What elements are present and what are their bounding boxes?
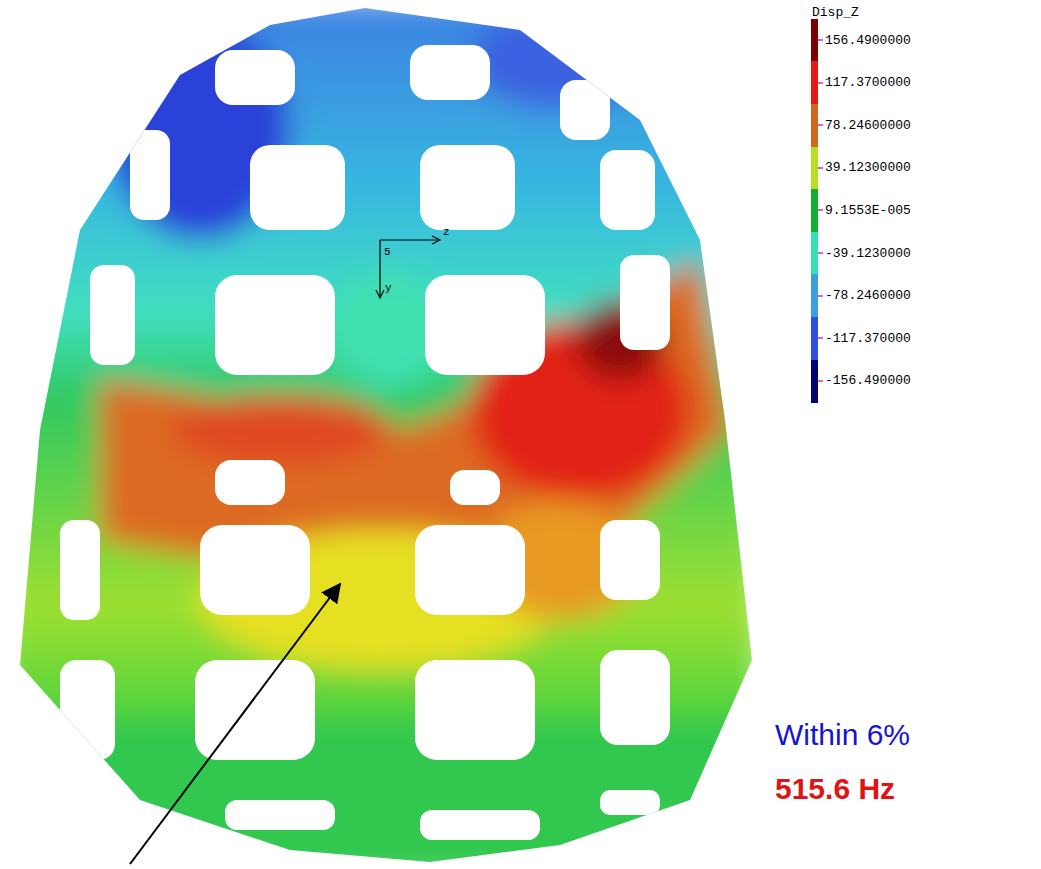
colorbar-value: 156.4900000 <box>825 34 911 47</box>
colorbar-value: -39.1230000 <box>825 247 911 260</box>
hole <box>420 145 515 230</box>
tick <box>818 39 823 41</box>
hole <box>620 255 670 350</box>
colorbar-value: 117.3700000 <box>825 76 911 89</box>
tick <box>818 380 823 382</box>
hole <box>600 520 660 600</box>
hole <box>60 660 115 760</box>
hole <box>410 45 490 100</box>
hole <box>60 520 100 620</box>
tick <box>818 124 823 126</box>
axis-arrow <box>432 236 440 244</box>
colorbar-swatch <box>811 232 818 275</box>
colorbar-swatch <box>811 317 818 360</box>
hole <box>415 525 525 615</box>
hole <box>600 790 660 815</box>
hole <box>215 50 295 105</box>
hole <box>215 275 335 375</box>
colorbar-value: -117.370000 <box>825 332 911 345</box>
lattice-holes <box>60 45 670 840</box>
colorbar-value: -156.490000 <box>825 374 911 387</box>
axis-arrow <box>376 290 384 298</box>
hole <box>415 660 535 760</box>
pointer-arrow <box>130 584 340 864</box>
cage-structure <box>0 0 760 869</box>
displacement-contours <box>0 0 760 869</box>
axis-line <box>379 240 380 296</box>
colorbar-swatch <box>811 147 818 190</box>
colorbar-swatch <box>811 360 818 403</box>
colorbar-swatch <box>811 189 818 232</box>
tick <box>818 82 823 84</box>
colorbar-swatch <box>811 61 818 104</box>
tick <box>818 252 823 254</box>
colorbar-value: 39.12300000 <box>825 161 911 174</box>
axis-line <box>380 239 438 240</box>
axis-triad <box>376 236 440 298</box>
tick <box>818 295 823 297</box>
axis-label: 5 <box>384 246 391 258</box>
tick <box>818 167 823 169</box>
hole <box>425 275 545 375</box>
colorbar-swatch <box>811 104 818 147</box>
tick <box>818 337 823 339</box>
colorbar-ticks <box>818 40 823 381</box>
contour-blue <box>470 10 650 110</box>
hole <box>600 150 655 230</box>
hole <box>225 800 335 830</box>
axis-label: y <box>385 282 392 294</box>
hole <box>215 460 285 505</box>
hole <box>130 130 170 220</box>
colorbar-value: 9.1553E-005 <box>825 204 911 217</box>
hole <box>450 470 500 505</box>
tick <box>818 209 823 211</box>
colorbar-swatch <box>811 274 818 317</box>
hole <box>420 810 540 840</box>
hole <box>200 525 310 615</box>
hole <box>600 650 670 745</box>
colorbar-value: -78.2460000 <box>825 289 911 302</box>
annotation: Within 6% <box>775 718 910 751</box>
legend-title: Disp_Z <box>812 6 859 20</box>
colorbar-swatch <box>811 19 818 62</box>
contour-red <box>170 395 390 465</box>
hole <box>195 660 315 760</box>
hole <box>90 265 135 365</box>
axis-label: z <box>443 226 450 238</box>
colorbar-value: 78.24600000 <box>825 119 911 132</box>
annotation: 515.6 Hz <box>775 772 895 805</box>
hole <box>250 145 345 230</box>
hole <box>560 80 610 140</box>
